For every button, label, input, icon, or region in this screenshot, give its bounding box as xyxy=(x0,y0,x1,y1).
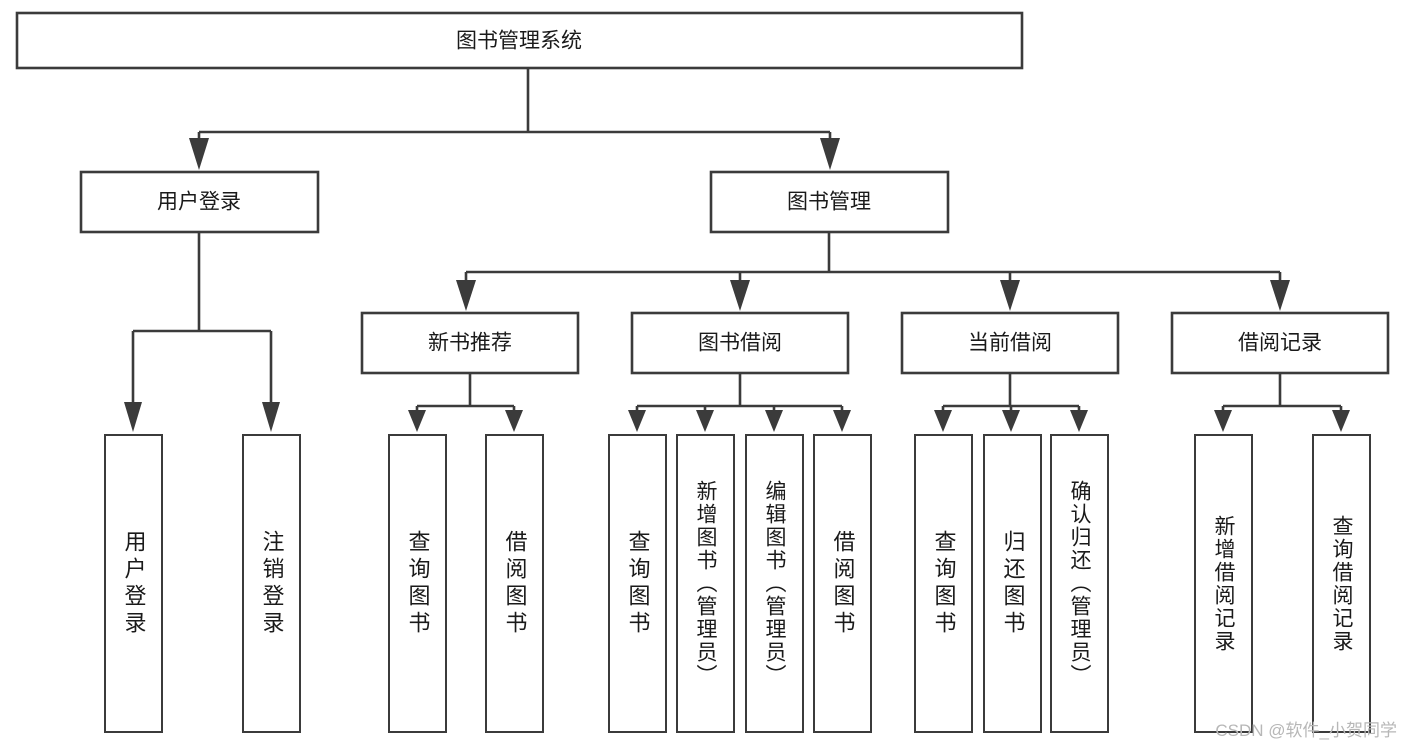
leaf-borrow-record-1[interactable]: 新增借阅记录 xyxy=(1194,434,1253,733)
leaf-label: 查询图书 xyxy=(931,529,957,638)
node-root-box[interactable] xyxy=(15,11,1024,70)
node-new-book-recommend-label: 新书推荐 xyxy=(428,332,512,355)
leaf-label: 新增借阅记录 xyxy=(1212,514,1235,653)
leaf-label: 查询图书 xyxy=(405,529,431,638)
leaf-book-borrow-1[interactable]: 查询图书 xyxy=(608,434,667,733)
leaf-current-borrow-3[interactable]: 确认归还（管理员） xyxy=(1050,434,1109,733)
arrow-head-leaf-new-book-2 xyxy=(505,410,523,432)
node-new-book-recommend-box[interactable] xyxy=(360,311,580,375)
arrow-head-to-new-book xyxy=(456,280,476,311)
node-user-login-box[interactable] xyxy=(79,170,320,234)
arrow-head-leaf-book-borrow-3 xyxy=(765,410,783,432)
leaf-current-borrow-1[interactable]: 查询图书 xyxy=(914,434,973,733)
arrow-head-leaf-borrow-record-2 xyxy=(1332,410,1350,432)
leaf-label: 确认归还（管理员） xyxy=(1068,480,1091,687)
leaf-book-borrow-4[interactable]: 借阅图书 xyxy=(813,434,872,733)
node-current-borrow-label: 当前借阅 xyxy=(968,332,1052,355)
leaf-label: 编辑图书（管理员） xyxy=(763,480,786,687)
leaf-new-book-recommend-2[interactable]: 借阅图书 xyxy=(485,434,544,733)
leaf-user-login-2[interactable]: 注销登录 xyxy=(242,434,301,733)
arrow-head-leaf-book-borrow-2 xyxy=(696,410,714,432)
leaf-label: 用户登录 xyxy=(121,529,147,638)
arrow-head-leaf-user-login-1 xyxy=(124,402,142,432)
arrow-head-to-current-borrow xyxy=(1000,280,1020,311)
arrow-head-to-borrow-record xyxy=(1270,280,1290,311)
arrow-head-leaf-book-borrow-1 xyxy=(628,410,646,432)
node-book-manage-box[interactable] xyxy=(709,170,950,234)
node-book-borrow-label: 图书借阅 xyxy=(698,332,782,355)
leaf-label: 归还图书 xyxy=(1000,529,1026,638)
arrow-head-to-book-manage xyxy=(820,138,840,170)
arrow-head-leaf-borrow-record-1 xyxy=(1214,410,1232,432)
leaf-label: 借阅图书 xyxy=(830,529,856,638)
node-borrow-record-label: 借阅记录 xyxy=(1238,332,1322,355)
arrow-head-leaf-current-borrow-1 xyxy=(934,410,952,432)
arrow-head-leaf-user-login-2 xyxy=(262,402,280,432)
node-root-label: 图书管理系统 xyxy=(456,30,582,53)
node-book-manage-label: 图书管理 xyxy=(787,191,871,214)
leaf-book-borrow-2[interactable]: 新增图书（管理员） xyxy=(676,434,735,733)
leaf-label: 查询图书 xyxy=(625,529,651,638)
arrow-head-leaf-current-borrow-3 xyxy=(1070,410,1088,432)
arrow-head-leaf-new-book-1 xyxy=(408,410,426,432)
leaf-label: 注销登录 xyxy=(259,529,285,638)
arrow-head-leaf-current-borrow-2 xyxy=(1002,410,1020,432)
arrow-head-leaf-book-borrow-4 xyxy=(833,410,851,432)
leaf-book-borrow-3[interactable]: 编辑图书（管理员） xyxy=(745,434,804,733)
leaf-current-borrow-2[interactable]: 归还图书 xyxy=(983,434,1042,733)
node-user-login-label: 用户登录 xyxy=(157,191,241,214)
leaf-new-book-recommend-1[interactable]: 查询图书 xyxy=(388,434,447,733)
leaf-borrow-record-2[interactable]: 查询借阅记录 xyxy=(1312,434,1371,733)
node-borrow-record-box[interactable] xyxy=(1170,311,1390,375)
leaf-label: 查询借阅记录 xyxy=(1330,514,1353,653)
arrow-head-to-user-login xyxy=(189,138,209,170)
leaf-user-login-1[interactable]: 用户登录 xyxy=(104,434,163,733)
arrow-head-to-book-borrow xyxy=(730,280,750,311)
leaf-label: 新增图书（管理员） xyxy=(694,480,717,687)
node-book-borrow-box[interactable] xyxy=(630,311,850,375)
leaf-label: 借阅图书 xyxy=(502,529,528,638)
